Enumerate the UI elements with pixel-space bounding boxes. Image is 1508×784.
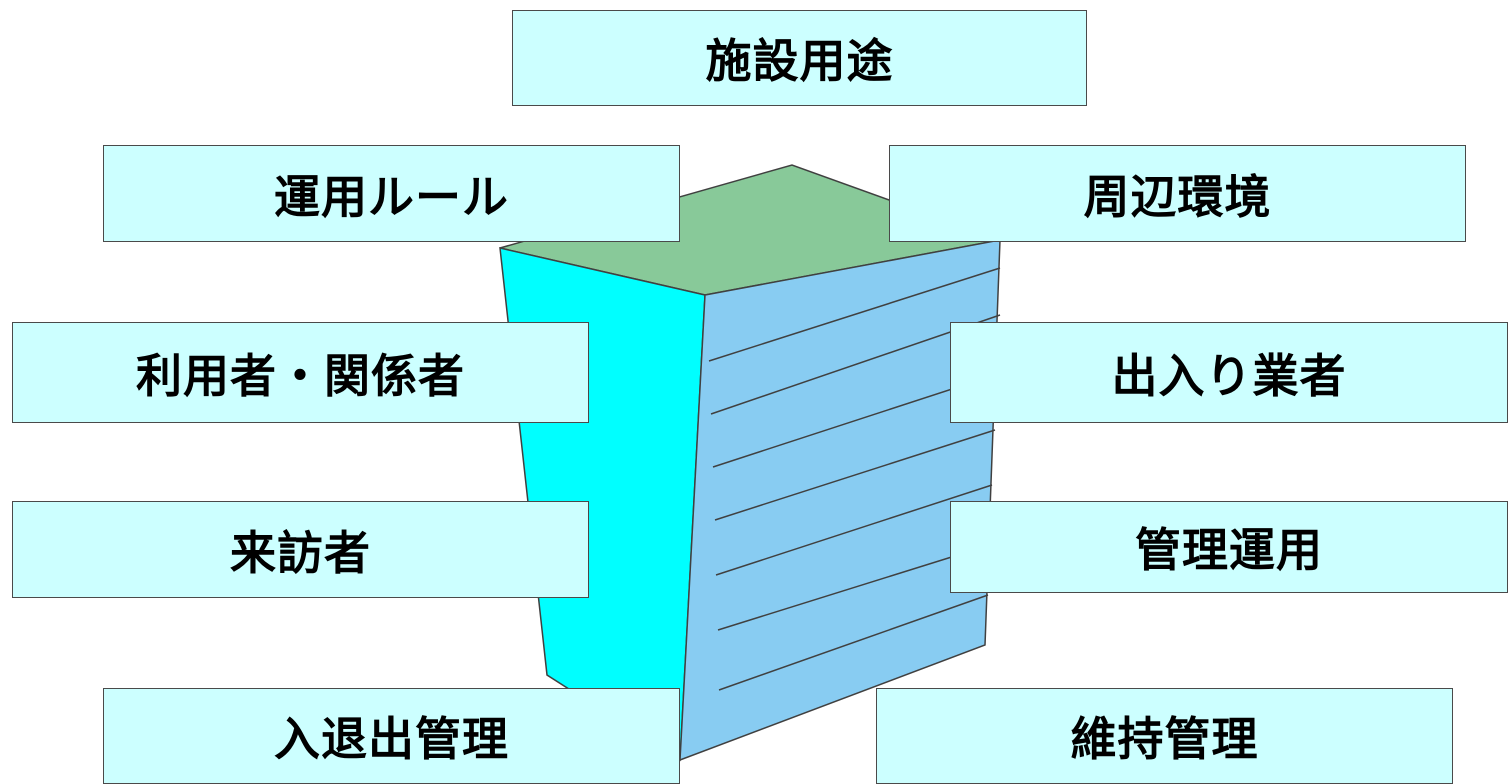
floor-line — [717, 544, 991, 631]
users-related-box: 利用者・関係者 — [12, 322, 589, 423]
floor-line — [718, 594, 989, 691]
contractors-label: 出入り業者 — [1111, 348, 1347, 403]
floor-line — [712, 374, 996, 468]
building-right-face — [679, 239, 1001, 762]
maintenance-box: 維持管理 — [876, 688, 1453, 784]
facility-use-box: 施設用途 — [512, 10, 1087, 106]
floor-line — [708, 267, 1001, 362]
floor-line — [714, 429, 996, 521]
operation-rules-label: 運用ルール — [274, 169, 509, 224]
visitors-label: 来訪者 — [230, 525, 371, 580]
maintenance-label: 維持管理 — [1070, 712, 1259, 766]
operation-rules-box: 運用ルール — [103, 145, 680, 242]
management-operation-label: 管理運用 — [1135, 523, 1323, 577]
surroundings-box: 周辺環境 — [889, 145, 1466, 242]
management-operation-box: 管理運用 — [950, 501, 1508, 593]
surroundings-label: 周辺環境 — [1083, 169, 1272, 224]
building-floor-lines — [708, 267, 1001, 691]
access-control-label: 入退出管理 — [274, 712, 509, 766]
contractors-box: 出入り業者 — [950, 322, 1508, 423]
access-control-box: 入退出管理 — [103, 688, 680, 784]
facility-use-label: 施設用途 — [705, 34, 894, 88]
users-related-label: 利用者・関係者 — [136, 348, 465, 403]
visitors-box: 来訪者 — [12, 501, 589, 598]
floor-line — [715, 484, 993, 576]
